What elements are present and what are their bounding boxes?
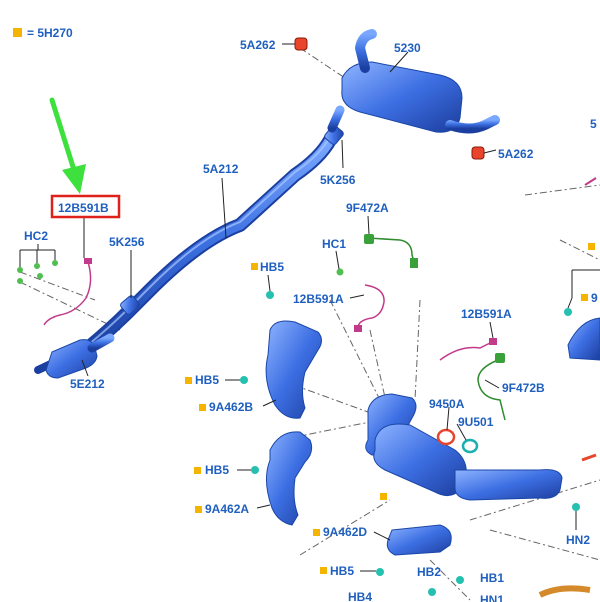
label-5-right-edge[interactable]: 5 [590,117,597,131]
bolt-right[interactable] [564,308,572,316]
sensor-12b591a-left[interactable] [354,284,385,332]
fasteners-hc2[interactable] [17,249,58,284]
gasket-9450a[interactable] [436,428,456,446]
label-9f472b[interactable]: 9F472B [502,381,545,395]
heat-shield-9a462a[interactable] [266,431,313,526]
part-right-edge-bottom [538,453,597,598]
label-9-right-edge[interactable]: 9 [591,291,598,305]
label-9f472a[interactable]: 9F472A [346,201,389,215]
label-5a212[interactable]: 5A212 [203,162,239,176]
label-hb1[interactable]: HB1 [480,571,504,585]
label-12b591a-right[interactable]: 12B591A [461,307,512,321]
label-5k256-right[interactable]: 5K256 [320,173,356,187]
label-9a462d[interactable]: 9A462D [323,525,367,539]
label-9a462a[interactable]: 9A462A [205,502,249,516]
label-hc2[interactable]: HC2 [24,229,48,243]
label-5230[interactable]: 5230 [394,41,421,55]
leader-lines [37,43,600,572]
bolt-hb1[interactable] [456,576,464,584]
legend-text: = 5H270 [27,26,73,40]
label-5e212[interactable]: 5E212 [70,377,105,391]
bolt-hb5-1[interactable] [266,291,274,299]
clamp-5k256-lower[interactable] [119,294,140,315]
hanger-5a262-lower[interactable] [471,146,485,160]
front-converter-assembly[interactable] [365,393,579,501]
muffler-5230[interactable] [327,29,500,134]
label-hc1[interactable]: HC1 [322,237,346,251]
legend-swatch [13,28,22,37]
label-9u501[interactable]: 9U501 [458,415,494,429]
bolt-hn2[interactable] [572,503,580,511]
label-hb5-4[interactable]: HB5 [330,564,354,578]
bolt-hb5-3[interactable] [251,466,259,474]
label-5a262-top[interactable]: 5A262 [240,38,276,52]
green-arrow-indicator [49,97,86,194]
heat-shield-9a462b[interactable] [265,320,322,419]
heat-shield-right[interactable] [567,317,600,361]
label-12b591b[interactable]: 12B591B [58,201,109,215]
pipe-5a212[interactable] [81,133,337,355]
label-5a262-right[interactable]: 5A262 [498,147,534,161]
label-12b591a-left[interactable]: 12B591A [293,292,344,306]
sensor-12b591a-right[interactable] [439,338,497,361]
converter-5e212[interactable] [34,333,115,379]
clamp-9u501[interactable] [461,438,479,454]
label-9450a[interactable]: 9450A [429,397,465,411]
highlight-box [50,194,121,219]
heat-shield-9a462d[interactable] [386,524,452,556]
sensor-12b591b[interactable] [43,258,92,326]
label-5k256-left[interactable]: 5K256 [109,235,145,249]
label-hb5-3[interactable]: HB5 [205,463,229,477]
bolt-hb2[interactable] [428,588,436,596]
label-hn1[interactable]: HN1 [480,593,504,602]
label-9a462b[interactable]: 9A462B [209,400,253,414]
label-hb5-2[interactable]: HB5 [195,373,219,387]
bolt-hc1[interactable] [336,268,344,276]
label-hb4[interactable]: HB4 [348,590,372,602]
part-right-edge-top [584,177,597,186]
part-labels[interactable]: 5A262 5230 5A262 5K256 5A212 5K256 12B59… [24,38,598,602]
label-hb2[interactable]: HB2 [417,565,441,579]
bolt-hb5-2[interactable] [240,376,248,384]
orange-markers [185,243,595,574]
label-hb5-1[interactable]: HB5 [260,260,284,274]
sensor-9f472a[interactable] [364,234,418,268]
label-hn2[interactable]: HN2 [566,533,590,547]
bolt-hb5-4[interactable] [376,568,384,576]
sensor-9f472b[interactable] [477,353,506,421]
hanger-5a262-upper[interactable] [294,37,308,51]
